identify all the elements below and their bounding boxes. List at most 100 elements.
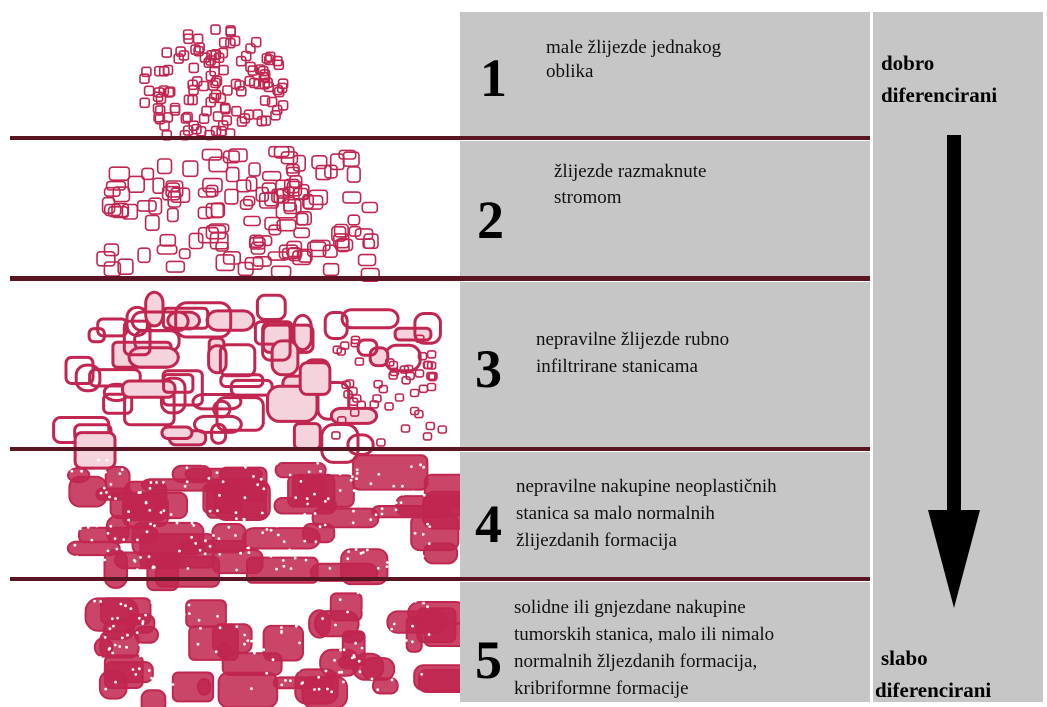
gland (213, 624, 252, 652)
gland (111, 652, 114, 655)
gland (330, 690, 333, 693)
gland (352, 510, 355, 513)
gland (400, 501, 403, 504)
gland (250, 687, 253, 690)
gland (298, 642, 301, 645)
gland (290, 603, 293, 606)
gland (299, 476, 326, 505)
gland (294, 557, 297, 560)
gland (153, 593, 156, 596)
gland (428, 633, 431, 636)
gland (309, 608, 312, 611)
gland (61, 554, 64, 557)
gland (209, 510, 212, 513)
gland (394, 556, 397, 559)
gland (375, 513, 378, 516)
gland (202, 462, 205, 465)
gland (254, 616, 257, 619)
gland (373, 678, 398, 693)
gland (414, 532, 417, 535)
gland (130, 607, 133, 610)
gland (367, 505, 370, 508)
gland (319, 525, 322, 528)
gland (105, 491, 108, 494)
gland (212, 534, 215, 537)
gland (252, 475, 255, 478)
gland (160, 511, 163, 514)
gland (278, 495, 281, 498)
gland (308, 636, 311, 639)
gland (339, 598, 342, 601)
gland (355, 477, 358, 480)
gland (108, 647, 111, 650)
gland (289, 679, 292, 682)
gland (329, 567, 332, 570)
gland (423, 494, 426, 497)
well-differentiated-label-line-1: dobro (881, 51, 934, 75)
gland (382, 602, 385, 605)
gland (152, 647, 155, 650)
gland (244, 466, 247, 469)
gland (412, 490, 415, 493)
gland (395, 501, 398, 504)
gland (308, 641, 311, 644)
gland (100, 492, 103, 495)
gland (351, 545, 354, 548)
gland (283, 620, 286, 623)
gland (136, 631, 139, 634)
gland (190, 536, 193, 539)
gland (209, 346, 227, 373)
gland (426, 523, 429, 526)
gland (395, 328, 431, 340)
gland (395, 508, 398, 511)
gland (147, 556, 178, 591)
gland (99, 514, 102, 517)
gland (251, 594, 254, 597)
gland (124, 547, 127, 550)
gland (377, 473, 380, 476)
gland (109, 525, 112, 528)
gland (141, 469, 144, 472)
gland (95, 525, 98, 528)
gland (193, 507, 196, 510)
gland (219, 673, 278, 707)
gland (187, 567, 190, 570)
gland (282, 559, 285, 562)
gland (208, 477, 211, 480)
gland (107, 516, 129, 543)
gland (253, 652, 256, 655)
gland (303, 540, 306, 543)
gland (260, 478, 263, 481)
gland (66, 540, 69, 543)
gland (195, 500, 198, 503)
divider-4 (10, 577, 870, 581)
gland (360, 552, 363, 555)
gland (390, 628, 393, 631)
gland (353, 455, 427, 489)
gland (428, 542, 431, 545)
divider-3 (10, 447, 870, 451)
gland (407, 617, 422, 652)
gland (357, 591, 360, 594)
gland (359, 670, 362, 673)
gland (77, 519, 80, 522)
gland (334, 624, 337, 627)
gland (339, 649, 342, 652)
gland (319, 470, 322, 473)
gland (280, 626, 283, 629)
gland (347, 550, 350, 553)
gland (74, 544, 77, 547)
gland (411, 640, 414, 643)
gland (300, 363, 330, 395)
gland (218, 537, 221, 540)
gland (105, 662, 153, 682)
gland (232, 597, 235, 600)
gland (247, 547, 250, 550)
gland (358, 660, 361, 663)
gland (308, 471, 311, 474)
grade-5-number: 5 (475, 630, 502, 690)
gland (393, 623, 396, 626)
gland (127, 519, 130, 522)
gland (425, 623, 465, 646)
